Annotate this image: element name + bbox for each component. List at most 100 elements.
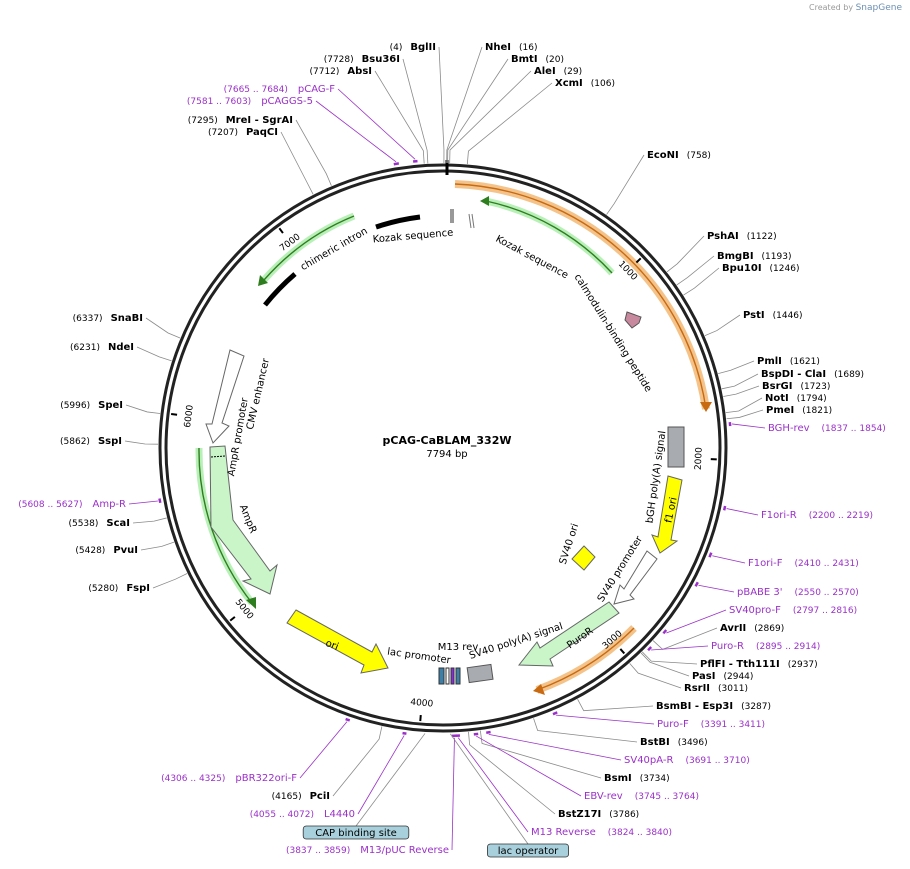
enzyme-leader-rsrii: [629, 663, 682, 689]
enzyme-label-bmti[interactable]: BmtI(20): [511, 54, 564, 65]
primer-name: BGH-rev: [768, 423, 810, 434]
enzyme-label-psti[interactable]: PstI(1446): [743, 310, 803, 321]
enzyme-leader-bsu36i: [402, 58, 429, 164]
primer-label-f1ori-f[interactable]: F1ori-F(2410 .. 2431): [748, 558, 859, 569]
enzyme-label-nhei[interactable]: NheI(16): [485, 42, 537, 53]
primer-label-ebv-rev[interactable]: EBV-rev(3745 .. 3764): [584, 791, 699, 802]
enzyme-label-bmgbi[interactable]: BmgBI(1193): [717, 251, 791, 262]
feature-label-kozak-sequence[interactable]: Kozak sequence: [372, 228, 453, 246]
primer-name: SV40pA-R: [624, 755, 673, 766]
primer-label-pcaggs-5[interactable]: (7581 .. 7603)pCAGGS-5: [187, 96, 313, 107]
enzyme-label-fspi[interactable]: (5280)FspI: [88, 583, 150, 594]
primer-label-m13-reverse[interactable]: M13 Reverse(3824 .. 3840): [531, 827, 672, 838]
enzyme-position: (1246): [770, 264, 800, 274]
enzyme-label-snabi[interactable]: (6337)SnaBI: [73, 313, 143, 324]
primer-leader-sv40pa-r: [488, 733, 622, 761]
primer-leader-ebv-rev: [476, 735, 582, 797]
primer-label-m13-puc-reverse[interactable]: (3837 .. 3859)M13/pUC Reverse: [286, 845, 449, 856]
primer-label-amp-r[interactable]: (5608 .. 5627)Amp-R: [18, 499, 126, 510]
primer-label-f1ori-r[interactable]: F1ori-R(2200 .. 2219): [761, 510, 873, 521]
primer-range: (2895 .. 2914): [756, 642, 820, 652]
enzyme-position: (5862): [60, 437, 90, 447]
feature-label-calmodulin-binding-peptide[interactable]: calmodulin-binding peptide: [572, 272, 654, 394]
enzyme-label-spei[interactable]: (5996)SpeI: [60, 400, 123, 411]
enzyme-label-pasi[interactable]: PasI(2944): [692, 671, 753, 682]
orange-arrowhead: [700, 402, 712, 412]
enzyme-label-bsu36i[interactable]: (7728)Bsu36I: [324, 54, 400, 65]
green-arrowhead-cds: [480, 196, 489, 206]
primer-label-puro-r[interactable]: Puro-R(2895 .. 2914): [711, 641, 820, 652]
boxed-label-cap-binding-site[interactable]: CAP binding site: [315, 828, 397, 839]
enzyme-label-paqci[interactable]: (7207)PaqCI: [208, 127, 278, 138]
enzyme-label-alei[interactable]: AleI(29): [534, 66, 582, 77]
enzyme-label-scai[interactable]: (5538)ScaI: [68, 518, 130, 529]
enzyme-label-pmli[interactable]: PmlI(1621): [757, 356, 820, 367]
feature-label-kozak-sequence[interactable]: Kozak sequence: [494, 234, 570, 282]
enzyme-label-pcii[interactable]: (4165)PciI: [272, 791, 330, 802]
enzyme-label-pshai[interactable]: PshAI(1122): [707, 231, 777, 242]
enzyme-name: BsmBI - Esp3I: [656, 701, 733, 712]
feature-label-chimeric-intron[interactable]: chimeric intron: [299, 226, 370, 273]
feature-label-cmv-enhancer[interactable]: CMV enhancer: [245, 357, 272, 431]
enzyme-label-pflfi-tth111i[interactable]: PflFI - Tth111I(2937): [700, 659, 818, 670]
primer-label-puro-f[interactable]: Puro-F(3391 .. 3411): [657, 719, 765, 730]
enzyme-position: (1193): [762, 252, 792, 262]
orange-arrowhead-2: [533, 684, 545, 695]
boxed-label-lac-operator[interactable]: lac operator: [498, 846, 559, 857]
enzyme-label-bpu10i[interactable]: Bpu10I (1246): [722, 263, 799, 274]
enzyme-name: PmlI: [757, 356, 782, 367]
enzyme-leader-bspdi-clai: [721, 373, 759, 390]
primer-label-l4440[interactable]: (4055 .. 4072)L4440: [250, 809, 355, 820]
enzyme-label-pvui[interactable]: (5428)PvuI: [75, 545, 138, 556]
enzyme-name: ScaI: [106, 518, 130, 529]
primer-leader-pbabe-3: [698, 584, 735, 593]
feature-label-m13-rev[interactable]: M13 rev: [438, 642, 479, 653]
enzyme-position: (5996): [60, 401, 90, 411]
primer-label-pcag-f[interactable]: (7665 .. 7684)pCAG-F: [224, 84, 336, 95]
enzyme-label-ndei[interactable]: (6231)NdeI: [70, 342, 134, 353]
feature-label-f1-ori[interactable]: f1 ori: [663, 496, 679, 524]
enzyme-position: (3734): [640, 774, 670, 784]
enzyme-label-rsrii[interactable]: RsrII(3011): [684, 683, 748, 694]
primer-range: (4306 .. 4325): [161, 774, 225, 784]
enzyme-label-bsmbi-esp3i[interactable]: BsmBI - Esp3I(3287): [656, 701, 771, 712]
enzyme-label-avrii[interactable]: AvrII(2869): [720, 623, 784, 634]
enzyme-label-sspi[interactable]: (5862) SspI: [60, 436, 122, 447]
primer-leader-l4440: [357, 735, 405, 815]
feature-label-ampr-promoter[interactable]: AmpR promoter: [226, 396, 251, 477]
primer-label-pbabe-3[interactable]: pBABE 3'(2550 .. 2570): [737, 587, 859, 598]
enzyme-label-econi[interactable]: EcoNI(758): [647, 150, 711, 161]
enzyme-label-bsrgi[interactable]: BsrGI(1723): [762, 381, 830, 392]
enzyme-position: (106): [591, 79, 615, 89]
enzyme-name: Bpu10I: [722, 263, 762, 274]
primer-label-sv40pro-f[interactable]: SV40pro-F(2797 .. 2816): [729, 605, 857, 616]
enzyme-label-absi[interactable]: (7712)AbsI: [309, 66, 372, 77]
enzyme-label-mrei-sgrai[interactable]: (7295)MreI - SgrAI: [188, 115, 293, 126]
primer-label-bgh-rev[interactable]: BGH-rev(1837 .. 1854): [768, 423, 886, 434]
enzyme-label-pmei[interactable]: PmeI(1821): [766, 405, 832, 416]
primer-label-sv40pa-r[interactable]: SV40pA-R (3691 .. 3710): [624, 755, 750, 766]
enzyme-position: (7712): [309, 67, 339, 77]
feature-label-ori[interactable]: ori: [324, 638, 340, 653]
enzyme-label-bglii[interactable]: (4)BglII: [390, 42, 436, 53]
primer-range: (3391 .. 3411): [701, 720, 765, 730]
enzyme-leader-paqci: [280, 131, 314, 195]
enzyme-leader-alei: [449, 70, 532, 164]
orange-feature-line-2: [536, 627, 635, 691]
enzyme-position: (2937): [788, 660, 818, 670]
enzyme-position: (7728): [324, 55, 354, 65]
enzyme-name: SspI: [98, 436, 122, 447]
enzyme-label-noti[interactable]: NotI(1794): [765, 393, 827, 404]
enzyme-label-xcmi[interactable]: XcmI(106): [555, 78, 615, 89]
backbone-ring: [158, 160, 728, 733]
enzyme-label-bstbi[interactable]: BstBI(3496): [640, 737, 708, 748]
primer-range: (3691 .. 3710): [685, 756, 749, 766]
primer-range: (3745 .. 3764): [635, 792, 699, 802]
primer-mark-puro-r: [647, 646, 653, 652]
enzyme-label-bspdi-clai[interactable]: BspDI - ClaI(1689): [761, 369, 864, 380]
enzyme-label-bstz17i[interactable]: BstZ17I(3786): [558, 809, 639, 820]
ampr-promoter-boundary: [210, 455, 226, 458]
enzyme-sites: (4)BglII(7728)Bsu36I(7712)AbsINheI(16)Bm…: [60, 42, 864, 820]
enzyme-label-bsmi[interactable]: BsmI(3734): [604, 773, 670, 784]
primer-label-pbr322ori-f[interactable]: (4306 .. 4325)pBR322ori-F: [161, 773, 297, 784]
